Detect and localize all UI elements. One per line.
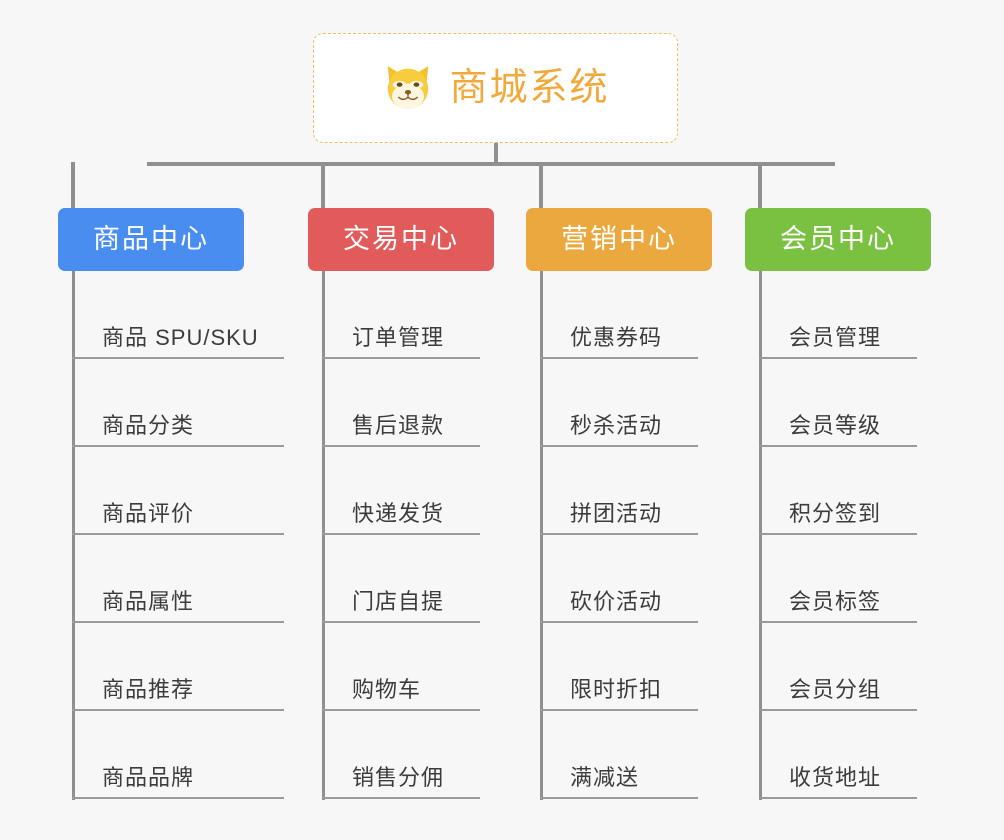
root-node[interactable]: 商城系统 — [313, 33, 678, 143]
leaf-item-underline: 拼团活动 — [540, 500, 698, 535]
leaf-item-underline: 积分签到 — [759, 500, 917, 535]
leaf-item-label: 商品推荐 — [102, 676, 195, 702]
leaf-item-underline: 商品分类 — [72, 412, 284, 447]
leaf-item-label: 秒杀活动 — [570, 412, 663, 438]
leaf-item-label: 限时折扣 — [570, 676, 663, 702]
leaf-item-label: 商品分类 — [102, 412, 195, 438]
leaf-item-underline: 会员分组 — [759, 676, 917, 711]
category-box-2[interactable]: 交易中心 — [308, 208, 494, 271]
category-box-3[interactable]: 营销中心 — [526, 208, 712, 271]
column-spine — [759, 271, 762, 800]
leaf-item-underline: 商品属性 — [72, 588, 284, 623]
category-label: 商品中心 — [93, 224, 209, 254]
column-spine — [322, 271, 325, 800]
leaf-item-label: 商品品牌 — [102, 764, 195, 790]
leaf-item-label: 积分签到 — [789, 500, 882, 526]
leaf-item-label: 砍价活动 — [570, 588, 663, 614]
leaf-item-underline: 售后退款 — [322, 412, 480, 447]
connector-drop-4 — [758, 162, 762, 210]
leaf-item-label: 会员分组 — [789, 676, 882, 702]
leaf-item-label: 优惠券码 — [570, 324, 663, 350]
leaf-item-underline: 销售分佣 — [322, 764, 480, 799]
leaf-item-label: 满减送 — [570, 764, 640, 790]
leaf-item-label: 销售分佣 — [352, 764, 445, 790]
leaf-item-label: 会员标签 — [789, 588, 882, 614]
leaf-item-label: 购物车 — [352, 676, 422, 702]
connector-drop-2 — [321, 162, 325, 210]
leaf-item-label: 拼团活动 — [570, 500, 663, 526]
category-label: 会员中心 — [780, 224, 896, 254]
leaf-item-label: 快递发货 — [352, 500, 445, 526]
connector-drop-1 — [71, 162, 75, 210]
leaf-item-label: 会员管理 — [789, 324, 882, 350]
leaf-item-label: 商品属性 — [102, 588, 195, 614]
leaf-item-label: 商品评价 — [102, 500, 195, 526]
leaf-item-underline: 订单管理 — [322, 324, 480, 359]
leaf-item-underline: 门店自提 — [322, 588, 480, 623]
leaf-item-label: 售后退款 — [352, 412, 445, 438]
connector-horizontal-bus — [147, 162, 835, 166]
shiba-dog-icon — [388, 66, 429, 110]
leaf-item-underline: 购物车 — [322, 676, 480, 711]
leaf-item-underline: 商品推荐 — [72, 676, 284, 711]
category-label: 交易中心 — [343, 224, 459, 254]
connector-root-stem — [494, 143, 498, 165]
column-spine — [72, 271, 75, 800]
leaf-item-underline: 会员管理 — [759, 324, 917, 359]
leaf-item-underline: 满减送 — [540, 764, 698, 799]
leaf-item-label: 收货地址 — [789, 764, 882, 790]
leaf-item-underline: 砍价活动 — [540, 588, 698, 623]
leaf-item-underline: 优惠券码 — [540, 324, 698, 359]
category-label: 营销中心 — [561, 224, 677, 254]
connector-drop-3 — [539, 162, 543, 210]
leaf-item-underline: 限时折扣 — [540, 676, 698, 711]
leaf-item-label: 商品 SPU/SKU — [102, 324, 259, 350]
leaf-item-underline: 会员等级 — [759, 412, 917, 447]
leaf-item-underline: 商品评价 — [72, 500, 284, 535]
leaf-item-underline: 商品 SPU/SKU — [72, 324, 284, 359]
category-box-1[interactable]: 商品中心 — [58, 208, 244, 271]
column-spine — [540, 271, 543, 800]
leaf-item-label: 门店自提 — [352, 588, 445, 614]
leaf-item-label: 订单管理 — [352, 324, 445, 350]
leaf-item-label: 会员等级 — [789, 412, 882, 438]
leaf-item-underline: 收货地址 — [759, 764, 917, 799]
leaf-item-underline: 商品品牌 — [72, 764, 284, 799]
category-box-4[interactable]: 会员中心 — [745, 208, 931, 271]
leaf-item-underline: 快递发货 — [322, 500, 480, 535]
leaf-item-underline: 秒杀活动 — [540, 412, 698, 447]
leaf-item-underline: 会员标签 — [759, 588, 917, 623]
root-title: 商城系统 — [449, 67, 610, 109]
